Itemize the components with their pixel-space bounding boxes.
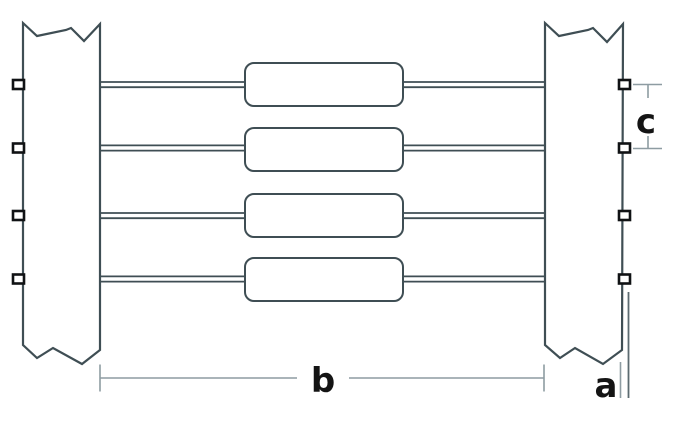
strain-insulator (244, 193, 404, 238)
wire-attachment-marker (11, 78, 26, 91)
dimension-label-b: b (311, 361, 335, 401)
wire-attachment-marker (11, 273, 26, 285)
dimension-b (99, 364, 545, 392)
conductor-wire-group (100, 81, 546, 283)
strain-insulator (244, 62, 404, 107)
dimension-label-c: c (636, 102, 656, 142)
wire-attachment-marker (617, 273, 632, 285)
strain-insulator (244, 257, 404, 302)
left-attachment-markers (11, 78, 26, 285)
wire-attachment-marker (617, 142, 632, 154)
dimension-label-a: a (595, 366, 618, 406)
right-attachment-markers (617, 78, 632, 285)
wire-attachment-marker (617, 78, 632, 91)
wire-attachment-marker (11, 142, 26, 154)
dimension-a (619, 292, 630, 398)
wire-attachment-marker (11, 209, 26, 222)
strain-insulator (244, 127, 404, 172)
wire-attachment-marker (617, 209, 632, 222)
strain-insulator-group (244, 62, 404, 302)
dimension-c (633, 83, 662, 150)
right-pole (543, 20, 625, 366)
left-pole (21, 20, 102, 366)
